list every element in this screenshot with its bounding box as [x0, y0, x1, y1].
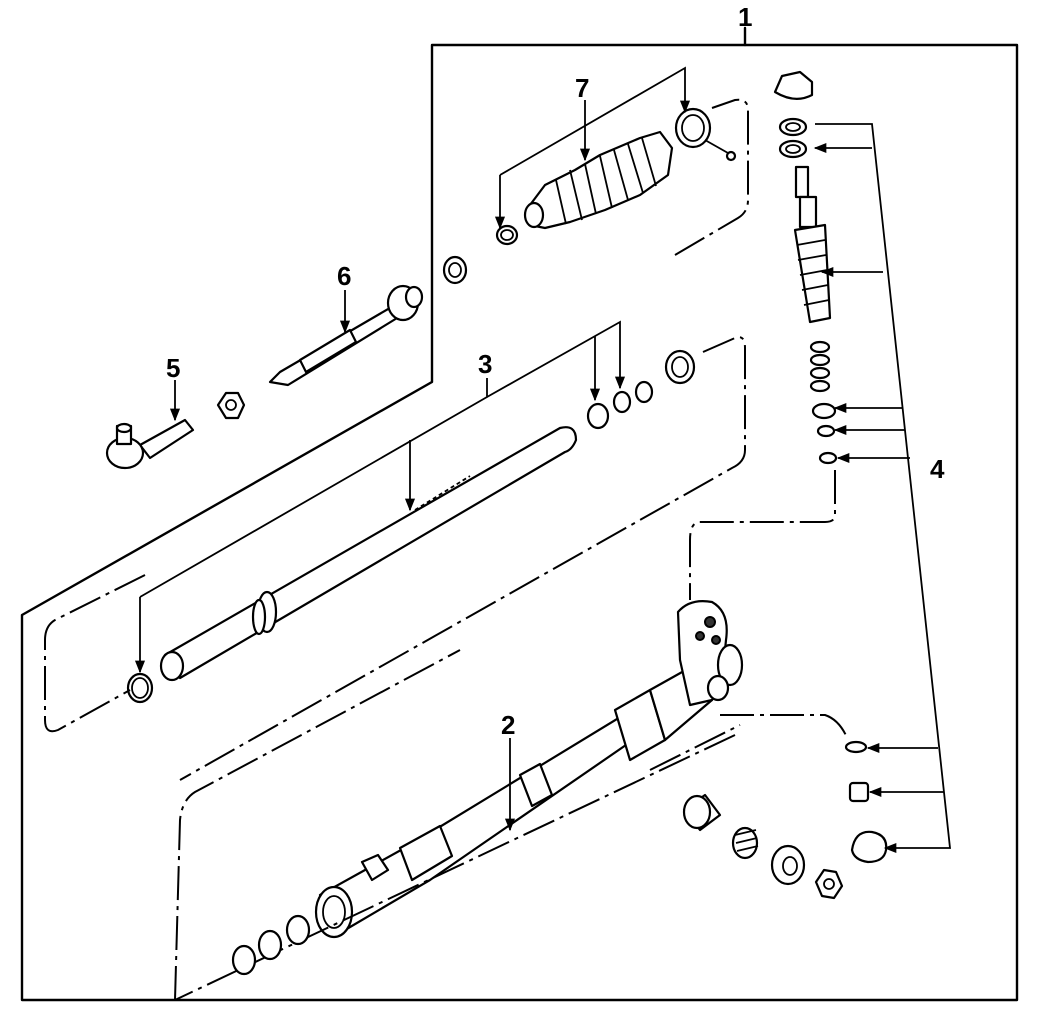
callout-4: 4	[930, 454, 945, 484]
callout-1: 1	[738, 2, 752, 32]
callout-7: 7	[575, 73, 589, 103]
jam-nut	[216, 391, 246, 420]
assembly-outline	[20, 26, 1019, 1002]
callout-2: 2	[501, 710, 515, 740]
pinion-parts-part-4	[773, 70, 888, 864]
leader-7	[494, 66, 749, 256]
boot-part-7	[495, 107, 737, 246]
rack-guide-parts	[649, 724, 844, 900]
housing-seals	[231, 914, 311, 976]
lock-washer	[442, 255, 468, 285]
rack-bar-part-3	[159, 426, 578, 682]
rack-housing-part-2	[314, 600, 744, 939]
callout-5: 5	[166, 353, 180, 383]
callout-6: 6	[337, 261, 351, 291]
callout-3: 3	[478, 349, 492, 379]
leader-3	[44, 320, 746, 781]
leader-4	[689, 123, 952, 854]
outer-tie-rod-end-part-5	[105, 418, 195, 470]
inner-tie-rod-part-6	[268, 284, 424, 387]
rack-seals	[126, 349, 696, 704]
